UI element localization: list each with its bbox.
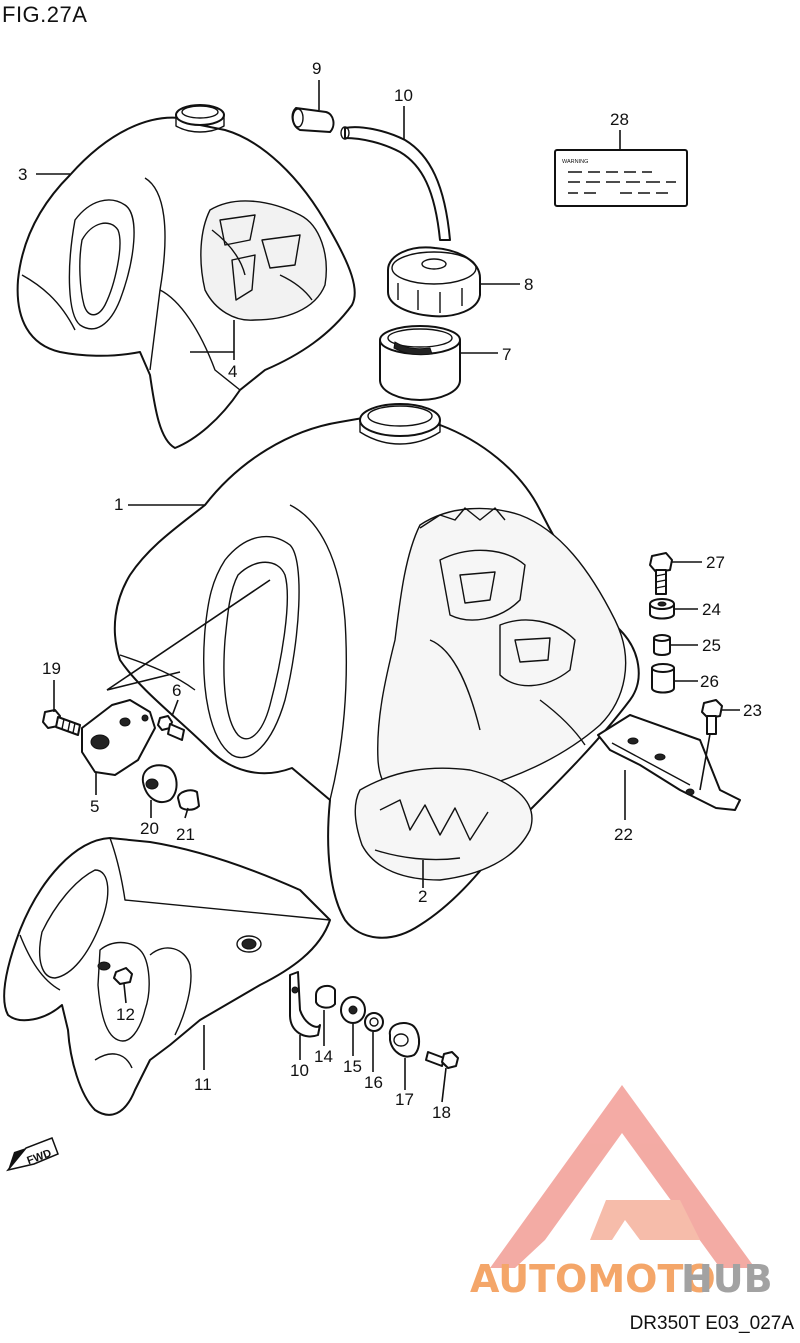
callout-25: 25 (702, 636, 721, 655)
part-10-mount-clamp (289, 971, 321, 1038)
callout-12: 12 (116, 1005, 135, 1024)
figure-title: FIG.27A (2, 2, 88, 27)
leader-lines (36, 80, 740, 1103)
part-9-breather-clip (291, 107, 335, 133)
part-27-bolt (649, 552, 673, 595)
callout-16: 16 (364, 1073, 383, 1092)
part-22-tank-bracket (597, 714, 741, 811)
callout-27: 27 (706, 553, 725, 572)
part-11-side-cover (3, 837, 331, 1116)
part-8-fuel-cap (387, 246, 481, 318)
part-20-cushion (141, 764, 178, 803)
watermark-brand-first: AUTOMOTO (470, 1257, 716, 1301)
part-28-warning-label: WARNING (554, 149, 688, 207)
part-16-nut (364, 1012, 384, 1032)
callout-8: 8 (524, 275, 533, 294)
callout-20: 20 (140, 819, 159, 838)
callout-10-clamp: 10 (290, 1061, 309, 1080)
part-24-grommet (649, 598, 675, 620)
callout-28: 28 (610, 110, 629, 129)
callout-2: 2 (418, 887, 427, 906)
part-12-screw (113, 967, 133, 985)
callout-5: 5 (90, 797, 99, 816)
callout-4: 4 (228, 362, 237, 381)
part-17-cushion (388, 1022, 420, 1058)
part-25-collar (653, 634, 671, 656)
callout-19: 19 (42, 659, 61, 678)
callout-17: 17 (395, 1090, 414, 1109)
part-5-mounting-plate (81, 699, 156, 776)
callout-1: 1 (114, 495, 123, 514)
callout-18: 18 (432, 1103, 451, 1122)
callout-3: 3 (18, 165, 27, 184)
part-7-filler-ring (379, 325, 461, 401)
callout-26: 26 (700, 672, 719, 691)
callout-11: 11 (194, 1075, 212, 1094)
watermark-brand-second: HUB (681, 1257, 773, 1301)
part-14-collar (315, 984, 336, 1009)
callout-7: 7 (502, 345, 511, 364)
part-26-cushion (651, 663, 675, 694)
part-18-bolt (425, 1051, 459, 1069)
part-3-fuel-tank-alt (16, 104, 356, 449)
part-23-bolt (701, 699, 723, 735)
part-6-bolt (157, 715, 185, 741)
callout-9: 9 (312, 59, 321, 78)
part-1-fuel-tank (113, 403, 640, 939)
part-10-breather-hose (340, 126, 451, 241)
label-28-text: WARNING (562, 159, 588, 165)
fwd-arrow-icon: FWD (6, 1137, 59, 1172)
callout-22: 22 (614, 825, 633, 844)
callout-23: 23 (743, 701, 762, 720)
watermark-logo: AUTOMOTO HUB (470, 1085, 773, 1301)
callout-labels: 3 4 9 10 28 8 7 1 2 27 24 25 26 23 22 19… (18, 59, 762, 1122)
callout-21: 21 (176, 825, 195, 844)
part-19-bolt (42, 709, 81, 736)
part-21-collar (177, 789, 200, 811)
callout-15: 15 (343, 1057, 362, 1076)
callout-24: 24 (702, 600, 721, 619)
callout-14: 14 (314, 1047, 333, 1066)
drawing-code: DR350T E03_027A (629, 1313, 794, 1334)
callout-10-hose: 10 (394, 86, 413, 105)
callout-6: 6 (172, 681, 181, 700)
part-15-washer (340, 996, 366, 1024)
